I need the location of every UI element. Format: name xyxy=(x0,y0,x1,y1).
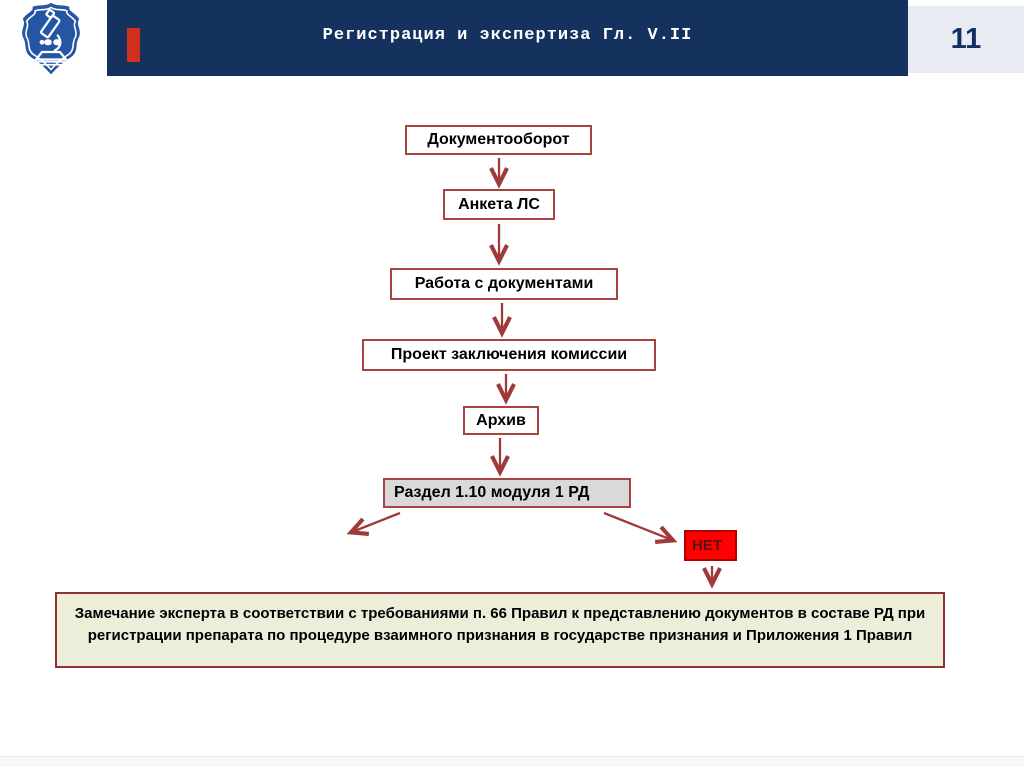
expert-note-line-1: Замечание эксперта в соответствии с треб… xyxy=(74,605,926,622)
red-accent-mark xyxy=(127,28,140,62)
slide-bottom-strip xyxy=(0,756,1024,767)
flow-node-arhiv: Архив xyxy=(463,406,539,435)
microscope-shield-logo-icon xyxy=(22,2,80,75)
expert-note-line-2: регистрации препарата по процедуре взаим… xyxy=(87,627,913,644)
header-bar: Регистрация и экспертиза Гл. V.II xyxy=(107,0,908,76)
flow-node-net: НЕТ xyxy=(684,530,737,561)
page-number-badge: 11 xyxy=(908,6,1024,73)
flow-node-dokumentooborot: Документооборот xyxy=(405,125,592,155)
expert-note-box: Замечание эксперта в соответствии с треб… xyxy=(55,592,945,668)
flow-node-rabota-s-dokumentami: Работа с документами xyxy=(390,268,618,300)
arrow-razdel-down-left xyxy=(346,511,401,537)
flow-node-anketa-ls: Анкета ЛС xyxy=(443,189,555,220)
flow-node-proekt-zaklyucheniya: Проект заключения комиссии xyxy=(362,339,656,371)
flow-node-razdel-1-10: Раздел 1.10 модуля 1 РД xyxy=(383,478,631,508)
arrow-razdel-to-net xyxy=(603,511,678,545)
slide-title: Регистрация и экспертиза Гл. V.II xyxy=(322,25,693,45)
